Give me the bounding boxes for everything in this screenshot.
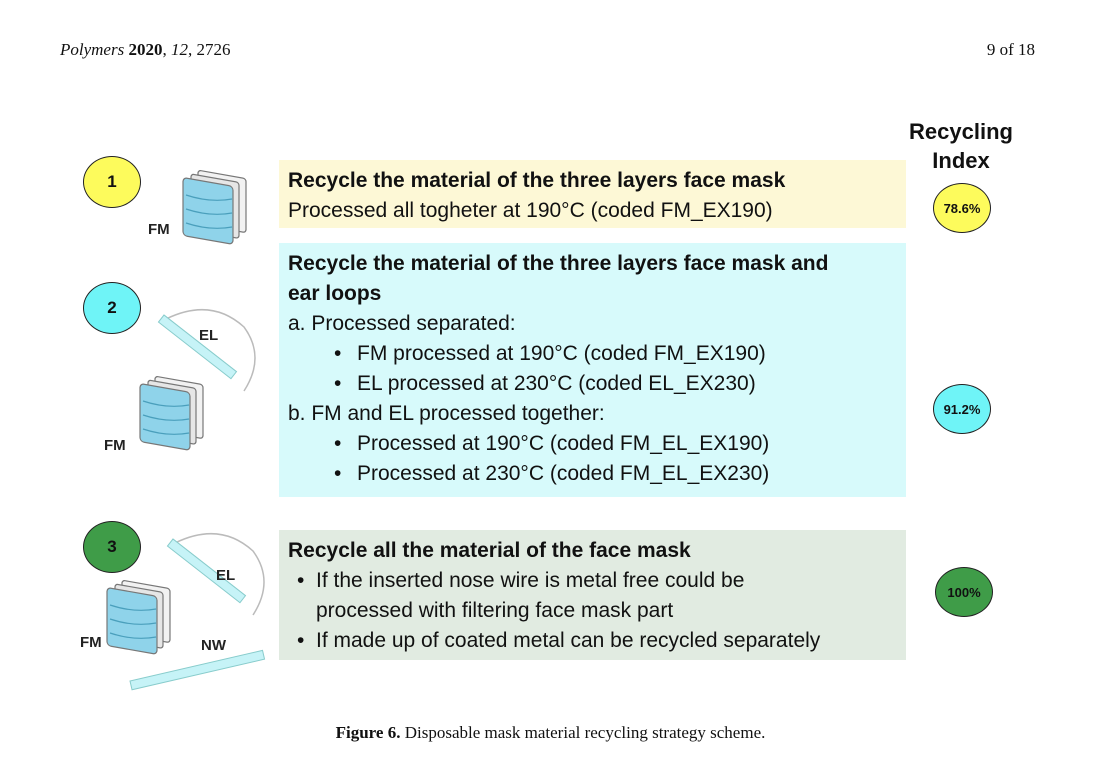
list-item: If made up of coated metal can be recycl… <box>288 626 897 656</box>
list-item: Processed at 190°C (coded FM_EL_EX190) <box>288 429 897 459</box>
label-el: EL <box>199 327 219 344</box>
face-mask-icon <box>106 580 171 655</box>
recycling-index-heading: Recycling Index <box>909 119 1013 173</box>
journal-volume: 12 <box>170 40 188 59</box>
figure-caption: Figure 6. Disposable mask material recyc… <box>0 723 1101 743</box>
label-nw: NW <box>201 637 226 654</box>
recycling-index-2: 91.2% <box>933 384 991 434</box>
strategy-2-option-b: b. FM and EL processed together: <box>288 402 605 425</box>
step-3-badge: 3 <box>83 521 141 573</box>
list-item: EL processed at 230°C (coded EL_EX230) <box>288 369 897 399</box>
running-header: Polymers 2020, 12, 2726 <box>60 40 231 59</box>
label-fm: FM <box>148 221 170 238</box>
label-fm: FM <box>104 437 126 454</box>
article-number: 2726 <box>196 40 231 59</box>
strategy-3-box: Recycle all the material of the face mas… <box>279 530 906 660</box>
label-el: EL <box>216 567 236 584</box>
recycling-index-3: 100% <box>935 567 993 617</box>
strategy-1-box: Recycle the material of the three layers… <box>279 160 906 228</box>
figure-caption-text: Disposable mask material recycling strat… <box>404 723 766 742</box>
label-fm: FM <box>80 634 102 651</box>
journal-year: 2020 <box>128 40 163 59</box>
face-mask-icon <box>182 170 247 245</box>
list-item: Processed at 230°C (coded FM_EL_EX230) <box>288 459 897 489</box>
strategy-1-text: Processed all togheter at 190°C (coded F… <box>288 199 773 222</box>
journal-name: Polymers <box>60 40 125 59</box>
list-item: FM processed at 190°C (coded FM_EX190) <box>288 339 897 369</box>
face-mask-icon <box>139 376 204 451</box>
step-1-badge: 1 <box>83 156 141 208</box>
step-2-badge: 2 <box>83 282 141 334</box>
strategy-1-title: Recycle the material of the three layers… <box>288 169 786 192</box>
figure-label: Figure 6. <box>335 723 401 742</box>
strategy-2-box: Recycle the material of the three layers… <box>279 243 906 497</box>
recycling-index-1: 78.6% <box>933 183 991 233</box>
strategy-3-title: Recycle all the material of the face mas… <box>288 539 691 562</box>
nose-wire-icon <box>129 649 266 691</box>
ear-loop-icon <box>157 308 256 392</box>
ear-loop-icon <box>166 532 265 616</box>
list-item: If the inserted nose wire is metal free … <box>288 566 897 626</box>
page-number: 9 of 18 <box>986 40 1035 59</box>
strategy-2-option-a: a. Processed separated: <box>288 312 516 335</box>
strategy-2-title: Recycle the material of the three layers… <box>288 252 829 305</box>
